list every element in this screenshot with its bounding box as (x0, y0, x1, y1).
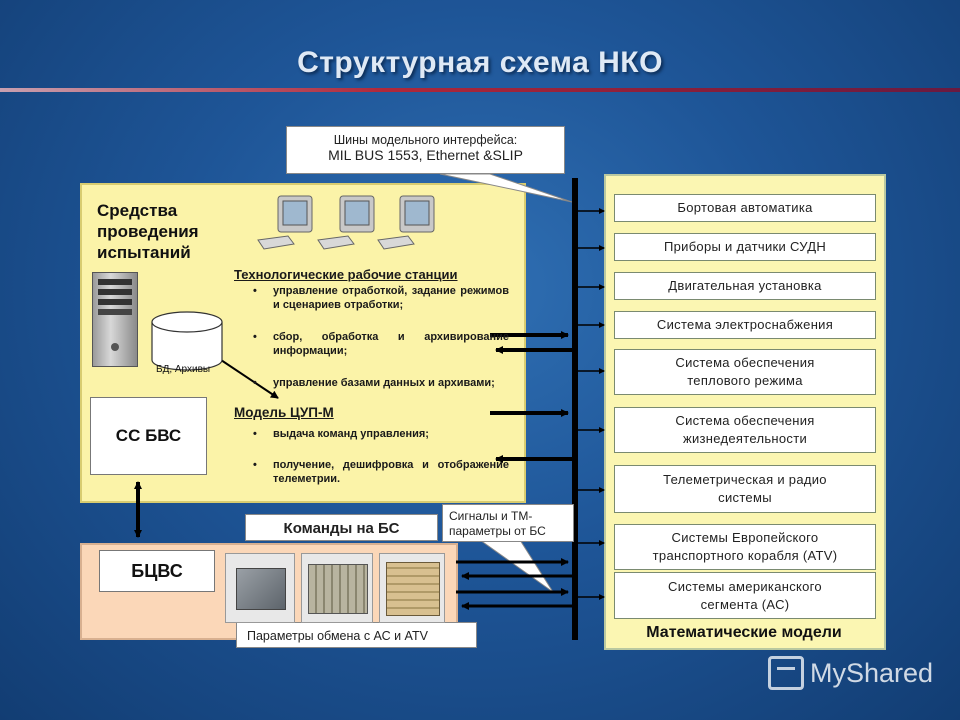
hardware-unit-3-icon (379, 553, 445, 623)
math-models-label: Математические модели (606, 624, 882, 642)
hardware-unit-1-icon (225, 553, 295, 623)
model-item-2: •получение, дешифровка и отображение тел… (273, 458, 509, 486)
workstation-item-2: •сбор, обработка и архивирование информа… (273, 330, 509, 358)
model-box-us-segment: Системы американского сегмента (АС) (614, 572, 876, 619)
model-title: Модель ЦУП-М (234, 405, 334, 420)
watermark-text: MyShared (810, 658, 933, 689)
model-box-life-support: Система обеспечения жизнедеятельности (614, 407, 876, 453)
hardware-unit-2-icon (301, 553, 373, 623)
ss-bvs-box: СС БВС (90, 397, 207, 475)
model-box-power-supply: Система электроснабжения (614, 311, 876, 339)
model-box-onboard-automation: Бортовая автоматика (614, 194, 876, 222)
bcvs-box: БЦВС (99, 550, 215, 592)
model-item-1: •выдача команд управления; (273, 427, 509, 441)
model-box-atv: Системы Европейского транспортного кораб… (614, 524, 876, 570)
model-box-propulsion: Двигательная установка (614, 272, 876, 300)
model-box-telemetry-radio: Телеметрическая и радио системы (614, 465, 876, 513)
model-box-thermal: Система обеспечения теплового режима (614, 349, 876, 395)
myshared-logo-icon (768, 656, 804, 690)
workstation-item-1: •управление отработкой, задание режимов … (273, 284, 509, 312)
workstation-item-3: •управление базами данных и архивами; (273, 376, 509, 390)
workstations-title: Технологические рабочие станции (234, 267, 458, 282)
model-box-sudn-sensors: Приборы и датчики СУДН (614, 233, 876, 261)
